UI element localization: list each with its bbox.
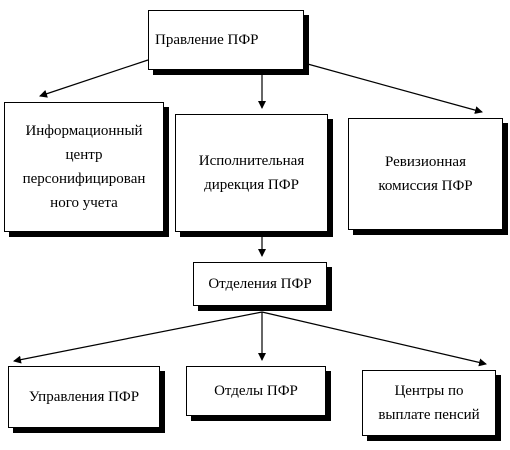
arrow-branches-to-offices — [13, 311, 263, 364]
arrow-root-to-audit — [303, 62, 483, 114]
box-executive-directorate: Исполнительная дирекция ПФР — [175, 114, 328, 232]
arrow-branches-to-pension-centers — [261, 311, 487, 367]
box-pension-centers-label: Центры по выплате пенсий — [378, 383, 480, 423]
box-departments-label: Отделы ПФР — [214, 383, 298, 399]
box-executive-directorate-label: Исполнительная дирекция ПФР — [198, 153, 305, 193]
box-audit-commission: Ревизионная комиссия ПФР — [348, 118, 503, 230]
box-branches: Отделения ПФР — [193, 262, 327, 306]
box-info-center-label: Информационный центр персонифицирован но… — [22, 123, 146, 211]
box-offices-label: Управления ПФР — [28, 389, 140, 405]
box-board: Правление ПФР — [148, 10, 304, 70]
box-departments: Отделы ПФР — [186, 366, 326, 416]
box-offices: Управления ПФР — [8, 366, 160, 428]
box-pension-centers: Центры по выплате пенсий — [362, 370, 496, 436]
box-board-label: Правление ПФР — [155, 32, 259, 48]
box-branches-label: Отделения ПФР — [208, 276, 312, 292]
arrow-root-to-info-center — [39, 59, 149, 98]
box-audit-commission-label: Ревизионная комиссия ПФР — [378, 154, 473, 194]
box-info-center: Информационный центр персонифицирован но… — [4, 102, 164, 232]
